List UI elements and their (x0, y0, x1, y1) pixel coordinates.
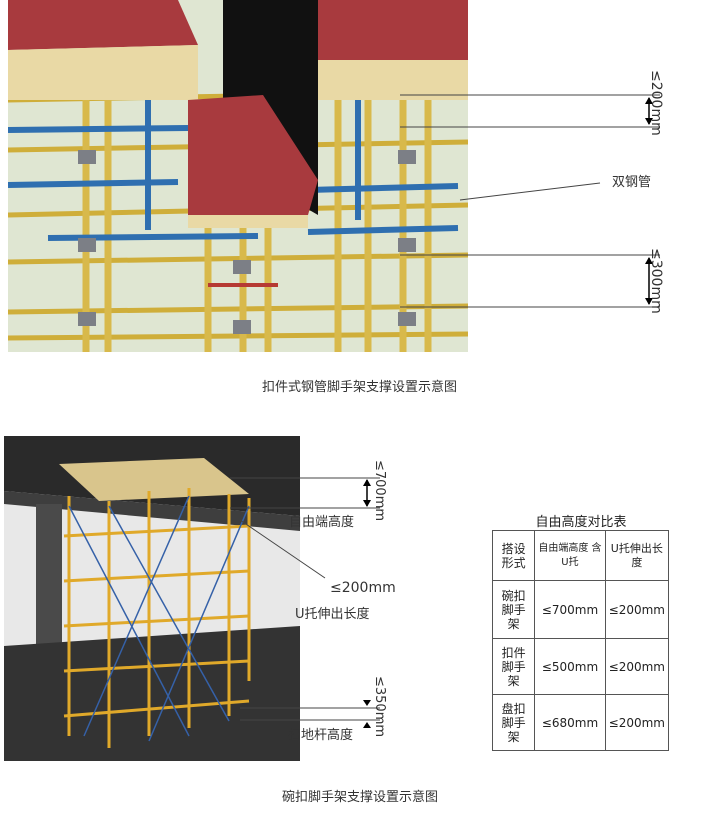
table-cell: ≤200mm (604, 694, 670, 751)
comparison-table: 搭设形式 自由端高度 含U托 U托伸出长度 碗扣脚手架 ≤700mm ≤200m… (491, 530, 670, 751)
free-end-height-label: 自由端高度 (289, 515, 355, 530)
u-support-extension-label: U托伸出长度 (295, 607, 370, 622)
bottom-dimension-lines (230, 477, 380, 728)
bowl-buckle-scaffold-illustration (4, 436, 300, 761)
table-header: U托伸出长度 (604, 530, 670, 581)
dim-200-label: ≤200mm (330, 580, 396, 596)
table-title: 自由高度对比表 (535, 515, 627, 530)
table-cell: 盘扣脚手架 (491, 694, 536, 751)
table-header: 搭设形式 (491, 530, 536, 581)
sweep-rod-height-label: 扫地杆高度 (288, 728, 354, 743)
table-cell: 碗扣脚手架 (491, 580, 536, 639)
dim-700-label: ≤700mm (372, 460, 387, 522)
table-cell: 扣件脚手架 (491, 638, 536, 695)
top-caption: 扣件式钢管脚手架支撑设置示意图 (262, 380, 458, 395)
dim-top-label: ≤200mm (648, 70, 664, 136)
table-cell: ≤700mm (534, 580, 606, 639)
dim-350-label: ≤350mm (372, 676, 387, 738)
fastener-scaffold-illustration (8, 0, 468, 352)
table-row: 盘扣脚手架 ≤680mm ≤200mm (491, 694, 670, 751)
table-header-row: 搭设形式 自由端高度 含U托 U托伸出长度 (491, 530, 670, 581)
callout-double-pipe: 双钢管 (612, 175, 652, 190)
table-cell: ≤200mm (604, 638, 670, 695)
table-cell: ≤680mm (534, 694, 606, 751)
table-cell: ≤500mm (534, 638, 606, 695)
table-row: 碗扣脚手架 ≤700mm ≤200mm (491, 580, 670, 639)
top-dimension-lines (400, 94, 660, 308)
table-header: 自由端高度 含U托 (534, 530, 606, 581)
dim-bottom-label: ≤300mm (648, 248, 664, 314)
table-cell: ≤200mm (604, 580, 670, 639)
table-row: 扣件脚手架 ≤500mm ≤200mm (491, 638, 670, 695)
bottom-caption: 碗扣脚手架支撑设置示意图 (282, 790, 439, 805)
